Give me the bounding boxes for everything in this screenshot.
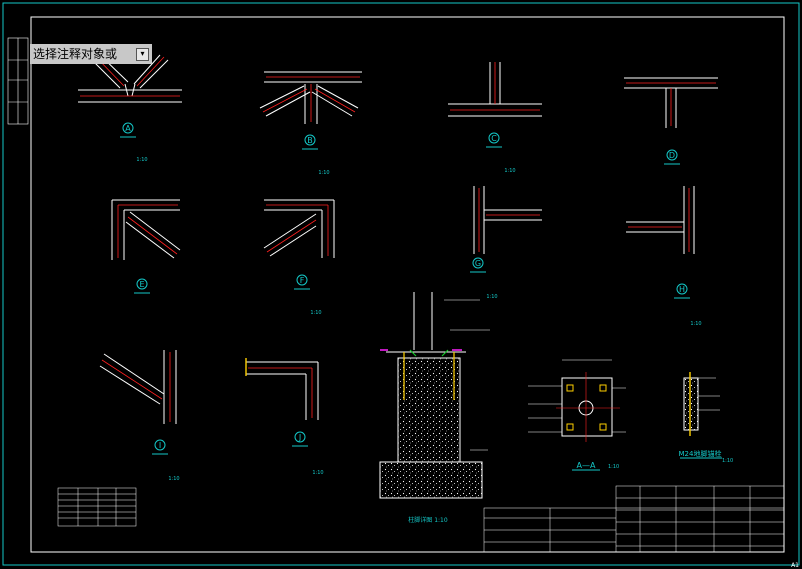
- steel-schedule-table: [57, 487, 137, 527]
- aa-section-scale: 1:10: [608, 464, 619, 470]
- detail-scale-h: 1:10: [690, 321, 701, 327]
- detail-scale-a: 1:10: [136, 157, 147, 163]
- aa-section-plan: [528, 359, 626, 471]
- column-base-section: [379, 292, 490, 499]
- detail-scale-j: 1:10: [312, 470, 323, 476]
- detail-label-c: C: [491, 134, 497, 143]
- detail-b: [259, 71, 362, 150]
- detail-scale-i: 1:10: [168, 476, 179, 482]
- detail-scale-b: 1:10: [318, 170, 329, 176]
- detail-label-i: I: [159, 441, 161, 450]
- detail-scale-g: 1:10: [486, 294, 497, 300]
- detail-label-d: D: [669, 151, 675, 160]
- detail-label-e: E: [139, 280, 144, 289]
- anchor-bolt-scale: 1:10: [722, 458, 733, 464]
- detail-label-b: B: [307, 136, 313, 145]
- binding-strip: [7, 37, 29, 125]
- detail-g: [470, 186, 542, 273]
- annotation-prompt-tooltip[interactable]: 选择注释对象或 ▾: [30, 44, 152, 64]
- detail-label-f: F: [300, 276, 305, 285]
- title-block: [483, 485, 785, 553]
- detail-d: [624, 77, 718, 165]
- sheet-size-label: A1: [791, 562, 799, 569]
- anchor-bolt-detail: [680, 372, 722, 459]
- tooltip-text: 选择注释对象或: [33, 47, 118, 61]
- detail-j: [245, 358, 319, 447]
- detail-f: [263, 199, 335, 290]
- detail-label-a: A: [125, 124, 131, 133]
- detail-label-j: J: [298, 433, 301, 442]
- detail-a: [78, 54, 182, 138]
- detail-i: [99, 350, 177, 455]
- anchor-bolt-title: M24地脚锚栓: [679, 449, 722, 458]
- detail-c: [448, 62, 542, 148]
- inner-frame: [30, 16, 785, 553]
- detail-label-h: H: [679, 285, 685, 294]
- detail-scale-f: 1:10: [310, 310, 321, 316]
- base-detail-title: 柱脚详图 1:10: [408, 516, 448, 524]
- tooltip-dropdown-icon[interactable]: ▾: [136, 48, 149, 61]
- aa-section-title: A—A: [577, 461, 596, 470]
- detail-scale-c: 1:10: [504, 168, 515, 174]
- detail-e: [111, 199, 181, 294]
- detail-label-g: G: [475, 259, 481, 268]
- detail-h: [626, 186, 695, 299]
